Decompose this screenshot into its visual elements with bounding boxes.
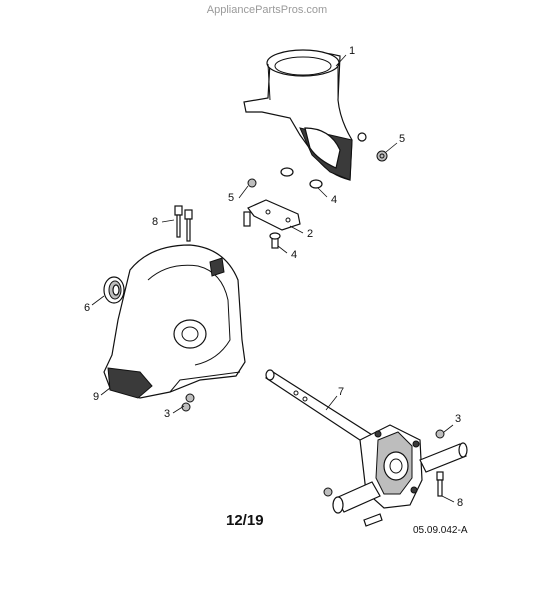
callout-5-right-nut: 5 — [399, 133, 406, 145]
bearing-part — [103, 276, 125, 304]
callout-4-plate-bolt: 4 — [291, 249, 298, 261]
callout-5-left-nut: 5 — [228, 192, 235, 204]
callout-9: 9 — [93, 391, 100, 403]
callout-3-housing-nut: 3 — [164, 408, 171, 420]
callout-3-gearbox-nut: 3 — [455, 413, 462, 425]
hardware-near-chute — [247, 132, 388, 189]
nuts-near-housing — [181, 393, 195, 412]
callout-8-gearbox-bolt: 8 — [457, 497, 464, 509]
reference-code: 05.09.042-A — [413, 525, 468, 536]
callout-8-upper-bolts: 8 — [152, 216, 159, 228]
watermark: AppliancePartsPros.com — [206, 4, 328, 16]
hardware-near-gearbox — [323, 429, 445, 527]
callout-2: 2 — [307, 228, 314, 240]
shaft-part — [265, 369, 381, 449]
callout-4-chute-bolt: 4 — [331, 194, 338, 206]
callout-6: 6 — [84, 302, 91, 314]
bolts-upper-left — [174, 205, 193, 242]
callout-1: 1 — [349, 45, 356, 57]
bracket-plate-part — [243, 199, 301, 249]
gearbox-assembly-part — [332, 424, 468, 514]
page-number: 12/19 — [226, 512, 264, 529]
chute-base-part — [243, 49, 353, 181]
auger-housing-part — [103, 244, 246, 399]
leader-lines — [91, 54, 455, 503]
callout-7: 7 — [338, 386, 345, 398]
